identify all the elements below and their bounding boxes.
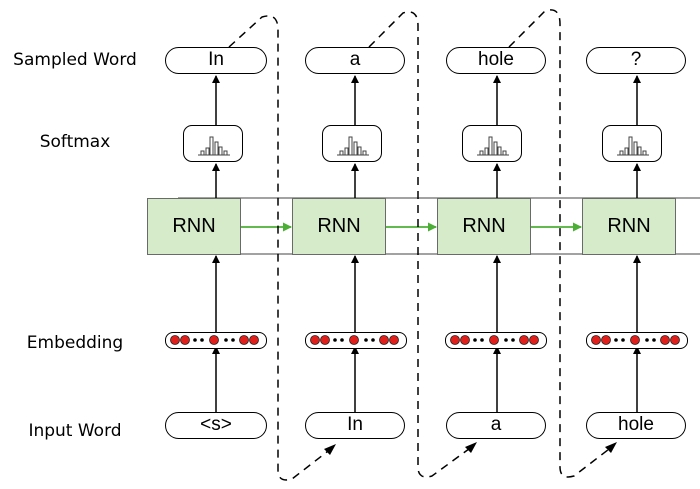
feedback-arrowhead bbox=[324, 444, 336, 455]
input-word-pill: <s> bbox=[165, 412, 267, 439]
softmax-box bbox=[602, 125, 662, 162]
input-word-pill: a bbox=[446, 412, 546, 439]
sampled-word-pill: In bbox=[165, 47, 267, 74]
row-label-softmax: Softmax bbox=[39, 132, 111, 152]
embedding-dots bbox=[310, 335, 399, 345]
sampled-word-pill: hole bbox=[446, 47, 546, 74]
input-word-pill: hole bbox=[586, 412, 686, 439]
feedback-arrowhead bbox=[605, 442, 617, 453]
row-label-embedding: Embedding bbox=[26, 333, 124, 353]
histogram-icon bbox=[477, 136, 509, 156]
feedback-dashed-path bbox=[508, 9, 614, 478]
histogram-icon bbox=[198, 136, 230, 156]
softmax-box bbox=[183, 125, 243, 162]
embedding-vector bbox=[305, 332, 407, 349]
feedback-dashed-path bbox=[228, 15, 333, 481]
softmax-box bbox=[322, 125, 382, 162]
embedding-vector bbox=[165, 332, 267, 349]
input-word-pill: In bbox=[305, 412, 405, 439]
embedding-dots bbox=[591, 335, 680, 345]
sampled-word-pill: ? bbox=[586, 47, 686, 74]
rnn-cell: RNN bbox=[292, 198, 386, 255]
embedding-vector bbox=[445, 332, 547, 349]
embedding-dots bbox=[450, 335, 539, 345]
rnn-cell: RNN bbox=[147, 198, 241, 255]
rnn-cell: RNN bbox=[582, 198, 676, 255]
row-label-sampled-word: Sampled Word bbox=[13, 50, 137, 70]
rnn-cell: RNN bbox=[437, 198, 531, 255]
histogram-icon bbox=[337, 136, 369, 156]
embedding-dots bbox=[170, 335, 259, 345]
row-label-input-word: Input Word bbox=[28, 421, 122, 441]
sampled-word-pill: a bbox=[305, 47, 405, 74]
histogram-icon bbox=[617, 136, 649, 156]
embedding-vector bbox=[586, 332, 688, 349]
softmax-box bbox=[462, 125, 522, 162]
feedback-arrowhead bbox=[465, 442, 477, 453]
